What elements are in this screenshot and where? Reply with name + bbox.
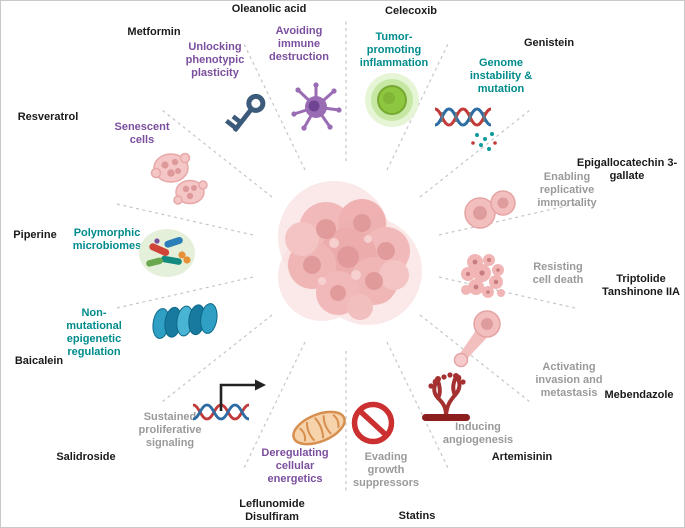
drug-label-statins: Statins (398, 510, 436, 522)
drug-label-artemisinin: Artemisinin (491, 451, 553, 463)
transcription-arrow-icon (192, 379, 266, 421)
microbiome-icon (139, 229, 195, 277)
drug-label-epigallocatechin-3-gallate: Epigallocatechin 3-gallate (576, 157, 678, 183)
drug-label-triptolide-tanshinone-iia: Triptolide Tanshinone IIA (601, 273, 681, 299)
hallmark-label-senescent-cells: Senescent cells (114, 121, 170, 146)
senescent-cells-icon (150, 152, 208, 205)
hallmark-label-enabling-replicative-immortality: Enabling replicative immortality (537, 171, 597, 209)
dendritic-cell-icon (291, 82, 342, 131)
hallmark-label-inducing-angiogenesis: Inducing angiogenesis (442, 421, 514, 446)
drug-label-resveratrol: Resveratrol (17, 111, 79, 123)
dna-mutation-icon (434, 107, 497, 151)
drug-label-metformin: Metformin (127, 26, 181, 38)
blood-vessel-icon (422, 372, 470, 421)
hallmark-label-sustained-proliferative-signaling: Sustained proliferative signaling (138, 411, 202, 449)
drug-label-baicalein: Baicalein (14, 355, 64, 367)
tumor-mass-icon (278, 181, 422, 325)
inflamed-cell-icon (365, 73, 419, 127)
hallmark-label-avoiding-immune-destruction: Avoiding immune destruction (269, 25, 329, 63)
hallmark-label-evading-growth-suppressors: Evading growth suppressors (352, 451, 420, 489)
apoptotic-cell-icon (461, 254, 505, 298)
drug-label-oleanolic-acid: Oleanolic acid (231, 3, 307, 15)
hallmark-label-unlocking-phenotypic-plasticity: Unlocking phenotypic plasticity (185, 41, 245, 79)
invading-cell-icon (453, 310, 501, 368)
prohibition-icon (351, 401, 395, 445)
drug-label-genistein: Genistein (523, 37, 575, 49)
hallmark-label-non-mutational-epigenetic-regulation: Non-mutational epigenetic regulation (66, 307, 122, 358)
drug-label-leflunomide-disulfiram: Leflunomide Disulfiram (239, 498, 305, 524)
chromatin-coil-icon (152, 303, 218, 339)
key-icon (225, 93, 266, 132)
mitochondrion-icon (292, 410, 346, 446)
dividing-cell-icon (464, 190, 516, 229)
hallmark-label-tumor-promoting-inflammation: Tumor-promoting inflammation (359, 31, 429, 69)
hallmark-label-activating-invasion-metastasis: Activating invasion and metastasis (535, 361, 603, 399)
hallmark-label-genome-instability-mutation: Genome instability & mutation (469, 57, 533, 95)
drug-label-salidroside: Salidroside (56, 451, 116, 463)
hallmark-label-polymorphic-microbiomes: Polymorphic microbiomes (72, 227, 142, 252)
drug-label-mebendazole: Mebendazole (604, 389, 674, 401)
hallmark-label-deregulating-cellular-energetics: Deregulating cellular energetics (261, 447, 329, 485)
hallmark-label-resisting-cell-death: Resisting cell death (532, 261, 584, 286)
drug-label-piperine: Piperine (13, 229, 57, 241)
drug-label-celecoxib: Celecoxib (385, 5, 437, 17)
